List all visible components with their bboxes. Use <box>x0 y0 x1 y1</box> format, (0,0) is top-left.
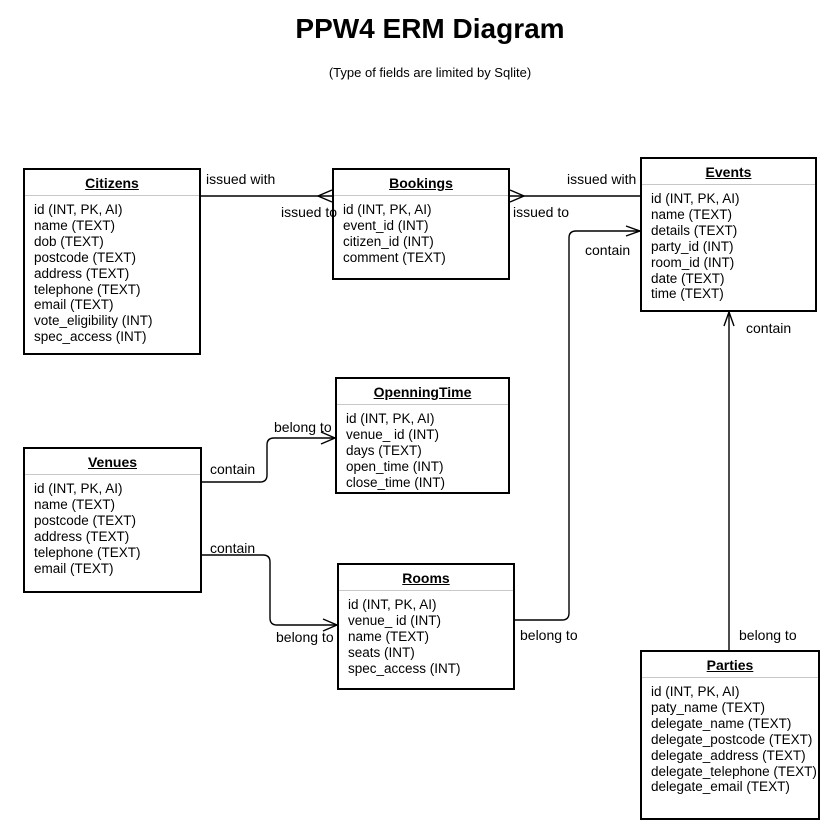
entity-citizens[interactable]: Citizens id (INT, PK, AI)name (TEXT)dob … <box>23 168 201 355</box>
entity-field: venue_ id (INT) <box>348 612 442 628</box>
entity-field: vote_eligibility (INT) <box>34 313 153 329</box>
entity-field: paty_name (TEXT) <box>651 699 766 715</box>
entity-field: spec_access (INT) <box>348 660 461 676</box>
entity-field: id (INT, PK, AI) <box>346 411 435 426</box>
entity-field: address (TEXT) <box>34 528 130 544</box>
edge-label-contain: contain <box>210 461 256 477</box>
entity-bookings[interactable]: Bookings id (INT, PK, AI)event_id (INT)c… <box>332 168 510 280</box>
edge-venues-openningtime-line <box>202 437 335 483</box>
entity-field: id (INT, PK, AI) <box>34 481 123 496</box>
entity-field: id (INT, PK, AI) <box>343 202 432 217</box>
entity-field: venue_ id (INT) <box>346 426 440 442</box>
entity-field: delegate_telephone (TEXT) <box>651 763 817 779</box>
entity-venues-title: Venues <box>87 454 138 470</box>
edge-label-issued-with: issued with <box>567 171 637 187</box>
edge-label-belong-to: belong to <box>520 627 578 643</box>
entity-openningtime[interactable]: OpenningTime id (INT, PK, AI)venue_ id (… <box>335 377 510 494</box>
entity-field: id (INT, PK, AI) <box>348 597 437 612</box>
entity-field: email (TEXT) <box>34 297 114 313</box>
edge-label-contain: contain <box>585 242 631 258</box>
edge-label-issued-to: issued to <box>281 204 338 220</box>
page-title: PPW4 ERM Diagram <box>295 13 565 44</box>
edge-label-issued-with: issued with <box>206 171 276 187</box>
edge-label-contain: contain <box>746 320 792 336</box>
edge-label-contain: contain <box>210 540 256 556</box>
entity-field: room_id (INT) <box>651 254 735 270</box>
entity-field: dob (TEXT) <box>34 233 104 249</box>
entity-rooms-fields: id (INT, PK, AI)venue_ id (INT)name (TEX… <box>339 591 513 677</box>
entity-field: open_time (INT) <box>346 458 444 474</box>
entity-events[interactable]: Events id (INT, PK, AI)name (TEXT)detail… <box>640 157 817 312</box>
entity-field: delegate_address (TEXT) <box>651 747 806 763</box>
entity-events-fields: id (INT, PK, AI)name (TEXT)details (TEXT… <box>642 185 815 302</box>
edge-label-issued-to: issued to <box>513 204 570 220</box>
entity-field: name (TEXT) <box>34 217 116 233</box>
entity-citizens-fields: id (INT, PK, AI)name (TEXT)dob (TEXT)pos… <box>25 196 199 345</box>
entity-field: address (TEXT) <box>34 265 130 281</box>
entity-openningtime-title: OpenningTime <box>373 384 472 400</box>
entity-field: telephone (TEXT) <box>34 281 141 297</box>
entity-field: telephone (TEXT) <box>34 544 141 560</box>
edge-label-belong-to: belong to <box>739 627 797 643</box>
entity-venues-fields: id (INT, PK, AI)name (TEXT)postcode (TEX… <box>25 475 200 576</box>
edge-bookings-events-arrow <box>509 189 526 203</box>
entity-field: name (TEXT) <box>651 206 733 222</box>
entity-citizens-title: Citizens <box>85 175 139 191</box>
entity-field: postcode (TEXT) <box>34 249 137 265</box>
entity-field: time (TEXT) <box>651 286 724 302</box>
entity-field: event_id (INT) <box>343 217 429 233</box>
entity-field: id (INT, PK, AI) <box>651 191 740 206</box>
entity-field: seats (INT) <box>348 644 415 660</box>
entity-field: id (INT, PK, AI) <box>651 684 740 699</box>
entity-parties-fields: id (INT, PK, AI)paty_name (TEXT)delegate… <box>642 678 818 795</box>
edge-events-rooms-line <box>515 230 640 621</box>
entity-field: id (INT, PK, AI) <box>34 202 123 217</box>
entity-field: citizen_id (INT) <box>343 233 434 249</box>
entity-field: postcode (TEXT) <box>34 512 137 528</box>
entity-field: spec_access (INT) <box>34 329 147 345</box>
edge-label-belong-to: belong to <box>274 419 332 435</box>
entity-field: name (TEXT) <box>34 496 116 512</box>
entity-field: date (TEXT) <box>651 270 725 286</box>
edge-venues-rooms-line <box>202 554 337 626</box>
edge-label-belong-to: belong to <box>276 629 334 645</box>
entity-field: party_id (INT) <box>651 238 734 254</box>
entity-divider <box>25 474 200 475</box>
entity-events-title: Events <box>705 164 752 180</box>
entity-rooms[interactable]: Rooms id (INT, PK, AI)venue_ id (INT)nam… <box>337 563 515 690</box>
entity-field: delegate_postcode (TEXT) <box>651 731 813 747</box>
edge-citizens-bookings-arrow <box>316 189 333 203</box>
entity-rooms-title: Rooms <box>402 570 450 586</box>
entity-divider <box>642 677 818 678</box>
entity-field: name (TEXT) <box>348 628 430 644</box>
entity-bookings-fields: id (INT, PK, AI)event_id (INT)citizen_id… <box>334 196 508 266</box>
entity-divider <box>642 184 815 185</box>
entity-divider <box>339 590 513 591</box>
entity-field: close_time (INT) <box>346 474 446 490</box>
entity-field: details (TEXT) <box>651 222 738 238</box>
page-subtitle: (Type of fields are limited by Sqlite) <box>328 65 532 80</box>
entity-parties[interactable]: Parties id (INT, PK, AI)paty_name (TEXT)… <box>640 650 820 820</box>
entity-divider <box>337 404 508 405</box>
entity-field: delegate_email (TEXT) <box>651 779 790 795</box>
entity-field: comment (TEXT) <box>343 249 446 265</box>
entity-bookings-title: Bookings <box>389 175 453 191</box>
entity-field: days (TEXT) <box>346 442 422 458</box>
entity-divider <box>334 195 508 196</box>
edge-events-parties-arrow <box>723 309 735 327</box>
entity-venues[interactable]: Venues id (INT, PK, AI)name (TEXT)postco… <box>23 447 202 593</box>
entity-field: email (TEXT) <box>34 560 114 576</box>
entity-field: delegate_name (TEXT) <box>651 715 792 731</box>
entity-openningtime-fields: id (INT, PK, AI)venue_ id (INT)days (TEX… <box>337 405 508 491</box>
entity-divider <box>25 195 199 196</box>
entity-parties-title: Parties <box>706 657 754 673</box>
